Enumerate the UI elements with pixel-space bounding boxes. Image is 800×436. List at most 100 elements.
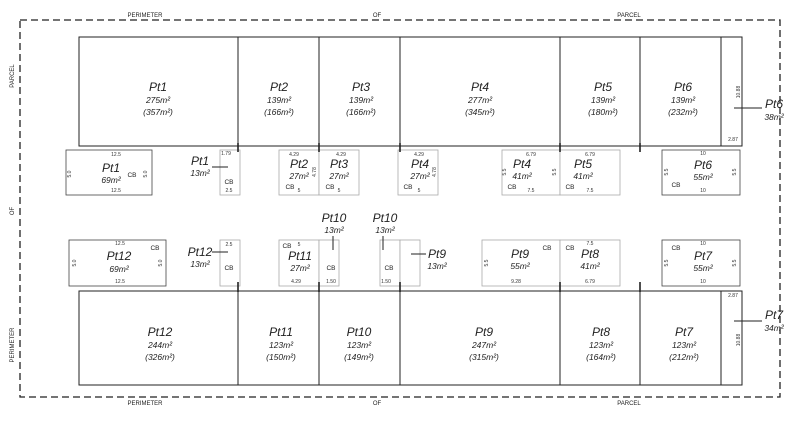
lot-name: Pt4 — [411, 157, 429, 171]
lot-bot-pt12 — [78, 290, 239, 386]
lot-gross-area: (326m²) — [145, 352, 175, 362]
dimension-label: 2.87 — [728, 293, 738, 299]
lot-name: Pt10 — [373, 211, 398, 225]
dimension-label: 1.79 — [221, 151, 231, 157]
dimension-label: 12.5 — [111, 188, 121, 194]
lot-area: 123m² — [589, 340, 614, 350]
lot-bot-pt9 — [399, 290, 561, 386]
cb-label: CB — [224, 265, 233, 272]
lot-area: 27m² — [289, 263, 311, 273]
dimension-label: 12.5 — [111, 152, 121, 158]
lot-name: Pt4 — [471, 80, 489, 94]
lot-area: 41m² — [573, 171, 594, 181]
lot-name: Pt10 — [322, 211, 347, 225]
lot-name: Pt11 — [288, 249, 312, 263]
dimension-label: 5.5 — [732, 168, 738, 175]
lot-area: 69m² — [101, 175, 122, 185]
lot-area: 13m² — [427, 261, 448, 271]
dimension-label: 10 — [700, 241, 706, 247]
lot-name: Pt5 — [574, 157, 592, 171]
lot-name: Pt12 — [107, 249, 132, 263]
dimension-label: 4.29 — [336, 152, 346, 158]
dimension-label: 5 — [338, 188, 341, 194]
lot-gross-area: (232m²) — [668, 107, 698, 117]
dimension-label: 7.5 — [587, 241, 594, 247]
lot-area: 123m² — [269, 340, 294, 350]
lot-area: 27m² — [328, 171, 350, 181]
lot-area: 27m² — [288, 171, 310, 181]
lot-gross-area: (150m²) — [266, 352, 296, 362]
lot-name: Pt1 — [149, 80, 167, 94]
lot-top-pt6 — [639, 36, 722, 147]
lot-gross-area: (357m²) — [143, 107, 173, 117]
dimension-label: 5.5 — [552, 168, 558, 175]
cb-label: CB — [326, 265, 335, 272]
lot-name: Pt7 — [675, 325, 694, 339]
lot-area: 34m² — [764, 323, 785, 333]
lot-name: Pt2 — [290, 157, 308, 171]
cb-label: CB — [384, 265, 393, 272]
lot-area: 275m² — [145, 95, 171, 105]
dimension-label: 5.0 — [67, 170, 73, 177]
lot-name: Pt1 — [191, 154, 209, 168]
lot-area: 41m² — [580, 261, 601, 271]
lot-name: Pt3 — [352, 80, 370, 94]
cb-label: CB — [325, 184, 334, 191]
dimension-label: 9.28 — [511, 279, 521, 285]
dimension-label: 6.79 — [585, 279, 595, 285]
cp-pt9-small-box — [399, 239, 421, 287]
cb-label: CB — [542, 245, 551, 252]
cp-pt1-box — [65, 149, 153, 196]
lot-area: 139m² — [267, 95, 292, 105]
edge-label-top-parcel: PARCEL — [617, 13, 641, 19]
lot-top-pt3 — [318, 36, 401, 147]
lot-top-pt2 — [237, 36, 320, 147]
cp-pt3-box — [318, 149, 360, 196]
parcel-perimeter — [19, 19, 781, 398]
cp-pt10a-box — [318, 239, 340, 287]
dimension-label: 5 — [418, 188, 421, 194]
lot-bot-pt10 — [318, 290, 401, 386]
lot-gross-area: (212m²) — [669, 352, 699, 362]
lot-area: 13m² — [190, 168, 211, 178]
lot-area: 123m² — [672, 340, 697, 350]
cb-label: CB — [507, 184, 516, 191]
dimension-label: 4.78 — [312, 167, 318, 177]
dimension-label: 4.29 — [291, 279, 301, 285]
lot-name: Pt9 — [475, 325, 493, 339]
lot-area: 55m² — [693, 172, 714, 182]
lot-gross-area: (315m²) — [469, 352, 499, 362]
lot-area: 139m² — [591, 95, 616, 105]
dimension-label: 4.78 — [432, 167, 438, 177]
dimension-label: 12.5 — [115, 279, 125, 285]
dimension-label: 5.0 — [143, 170, 149, 177]
lot-area: 13m² — [375, 225, 396, 235]
dimension-label: 5.5 — [484, 259, 490, 266]
lot-area: 38m² — [764, 112, 785, 122]
cp-pt12-box — [68, 239, 167, 287]
cp-pt7-box — [661, 239, 741, 287]
dimension-label: 5.5 — [732, 259, 738, 266]
edge-label-top-of: OF — [373, 13, 382, 19]
cp-pt4b-box — [501, 149, 561, 196]
cb-label: CB — [403, 184, 412, 191]
cp-pt4-box — [397, 149, 439, 196]
lot-gross-area: (166m²) — [346, 107, 376, 117]
lot-name: Pt6 — [694, 158, 712, 172]
dimension-label: 6.79 — [526, 152, 536, 158]
cb-label: CB — [565, 184, 574, 191]
cp-pt1-small-box — [219, 149, 241, 196]
edge-label-left-of: OF — [10, 207, 16, 216]
cb-label: CB — [150, 245, 159, 252]
lot-name: Pt12 — [188, 245, 213, 259]
dimension-label: 12.5 — [115, 241, 125, 247]
dimension-label: 4.29 — [289, 152, 299, 158]
lot-area: 69m² — [109, 264, 130, 274]
lot-top-pt1 — [78, 36, 239, 147]
lot-area: 277m² — [467, 95, 493, 105]
dimension-label: 10.88 — [736, 334, 742, 347]
dimension-label: 1.50 — [381, 279, 391, 285]
lot-name: Pt8 — [592, 325, 610, 339]
cp-pt8-box — [559, 239, 621, 287]
